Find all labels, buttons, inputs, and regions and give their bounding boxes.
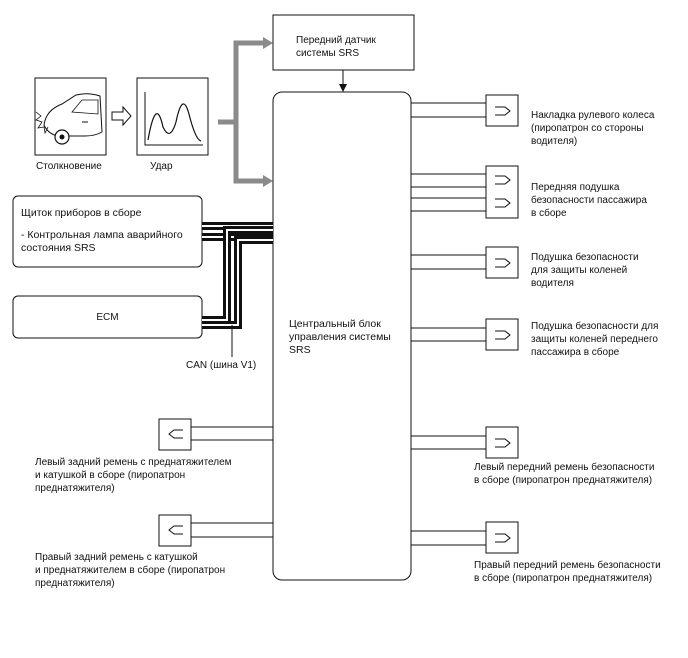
label-line: защиты коленей переднего: [531, 334, 658, 345]
label-line: Накладка рулевого колеса: [531, 110, 655, 121]
label-line: (пиропатрон со стороны: [531, 123, 644, 134]
can-bus-lines: [202, 222, 273, 357]
label-line: для защиты коленей: [531, 265, 628, 276]
collision-label: Столкновение: [36, 161, 102, 172]
label-line: Левый задний ремень с преднатяжителем: [35, 457, 232, 468]
front-sensor-label: Передний датчик системы SRS: [296, 34, 410, 60]
label-line: Правый задний ремень с катушкой: [35, 552, 198, 563]
right-rear-belt-label: Правый задний ремень с катушкой и предна…: [35, 551, 225, 590]
label-line: водителя): [531, 136, 578, 147]
right-rear-belt-connector: [158, 514, 273, 547]
left-rear-belt-label: Левый задний ремень с преднатяжителем и …: [35, 456, 232, 495]
label-line: [21, 220, 183, 229]
left-front-belt-label: Левый передний ремень безопасности в сбо…: [474, 461, 654, 487]
driver-knee-connector: [411, 246, 519, 279]
label-line: Центральный блок: [289, 318, 381, 330]
label-line: - Контрольная лампа аварийного: [21, 229, 183, 241]
label-line: Передний датчик: [296, 35, 376, 46]
label-line: Подушка безопасности: [531, 252, 639, 263]
label-line: водителя: [531, 278, 574, 289]
arrow-head: [339, 84, 347, 92]
label-line: безопасности пассажира: [531, 195, 647, 206]
label-line: Передняя подушка: [531, 182, 620, 193]
label-line: Щиток приборов в сборе: [21, 207, 142, 219]
label-line: и преднатяжителем в сборе (пиропатрон: [35, 565, 226, 576]
flow-arrow-icon: [111, 105, 132, 127]
instrument-cluster-box: [12, 195, 203, 268]
label-line: состояния SRS: [21, 242, 96, 254]
arrow-head: [263, 37, 273, 49]
label-line: управления системы: [289, 331, 391, 343]
ecm-label: ECM: [96, 312, 119, 323]
passenger-knee-connector: [411, 318, 519, 351]
label-line: преднатяжителя): [35, 483, 115, 494]
steering-cover-label: Накладка рулевого колеса (пиропатрон со …: [531, 109, 654, 148]
passenger-airbag-label: Передняя подушка безопасности пассажира …: [531, 181, 647, 220]
label-line: в сборе (пиропатрон преднатяжителя): [474, 573, 653, 584]
can-bus-label: CAN (шина V1): [186, 360, 257, 371]
label-line: Правый передний ремень безопасности: [474, 560, 661, 571]
driver-knee-airbag-label: Подушка безопасности для защиты коленей …: [531, 251, 639, 290]
label-line: пассажира в сборе: [531, 347, 620, 358]
label-line: и катушкой в сборе (пиропатрон: [35, 470, 186, 481]
label-line: Левый передний ремень безопасности: [474, 462, 655, 473]
impact-arrows: [218, 40, 264, 184]
impact-graph-icon: [136, 77, 209, 156]
steering-connector: [411, 94, 519, 127]
arrow-head: [263, 175, 273, 187]
label-line: SRS: [289, 344, 311, 356]
label-line: в сборе: [531, 208, 567, 219]
passenger-airbag-connector: [411, 165, 519, 219]
label-line: системы SRS: [296, 48, 360, 59]
label-line: преднатяжителя): [35, 578, 115, 589]
front-sensor-box: [272, 14, 415, 71]
right-front-belt-connector: [411, 521, 519, 554]
left-rear-belt-connector: [158, 418, 273, 451]
central-unit-label: Центральный блок управления системы SRS: [289, 318, 391, 357]
label-line: в сборе (пиропатрон преднатяжителя): [474, 475, 653, 486]
impact-label: Удар: [150, 161, 173, 172]
right-front-belt-label: Правый передний ремень безопасности в сб…: [474, 559, 661, 585]
passenger-knee-airbag-label: Подушка безопасности для защиты коленей …: [531, 320, 658, 359]
label-line: Подушка безопасности для: [531, 321, 659, 332]
car-crash-icon: [34, 77, 107, 156]
left-front-belt-connector: [411, 426, 519, 459]
central-unit-box: [272, 91, 412, 581]
instrument-cluster-label: Щиток приборов в сборе - Контрольная лам…: [21, 207, 183, 255]
